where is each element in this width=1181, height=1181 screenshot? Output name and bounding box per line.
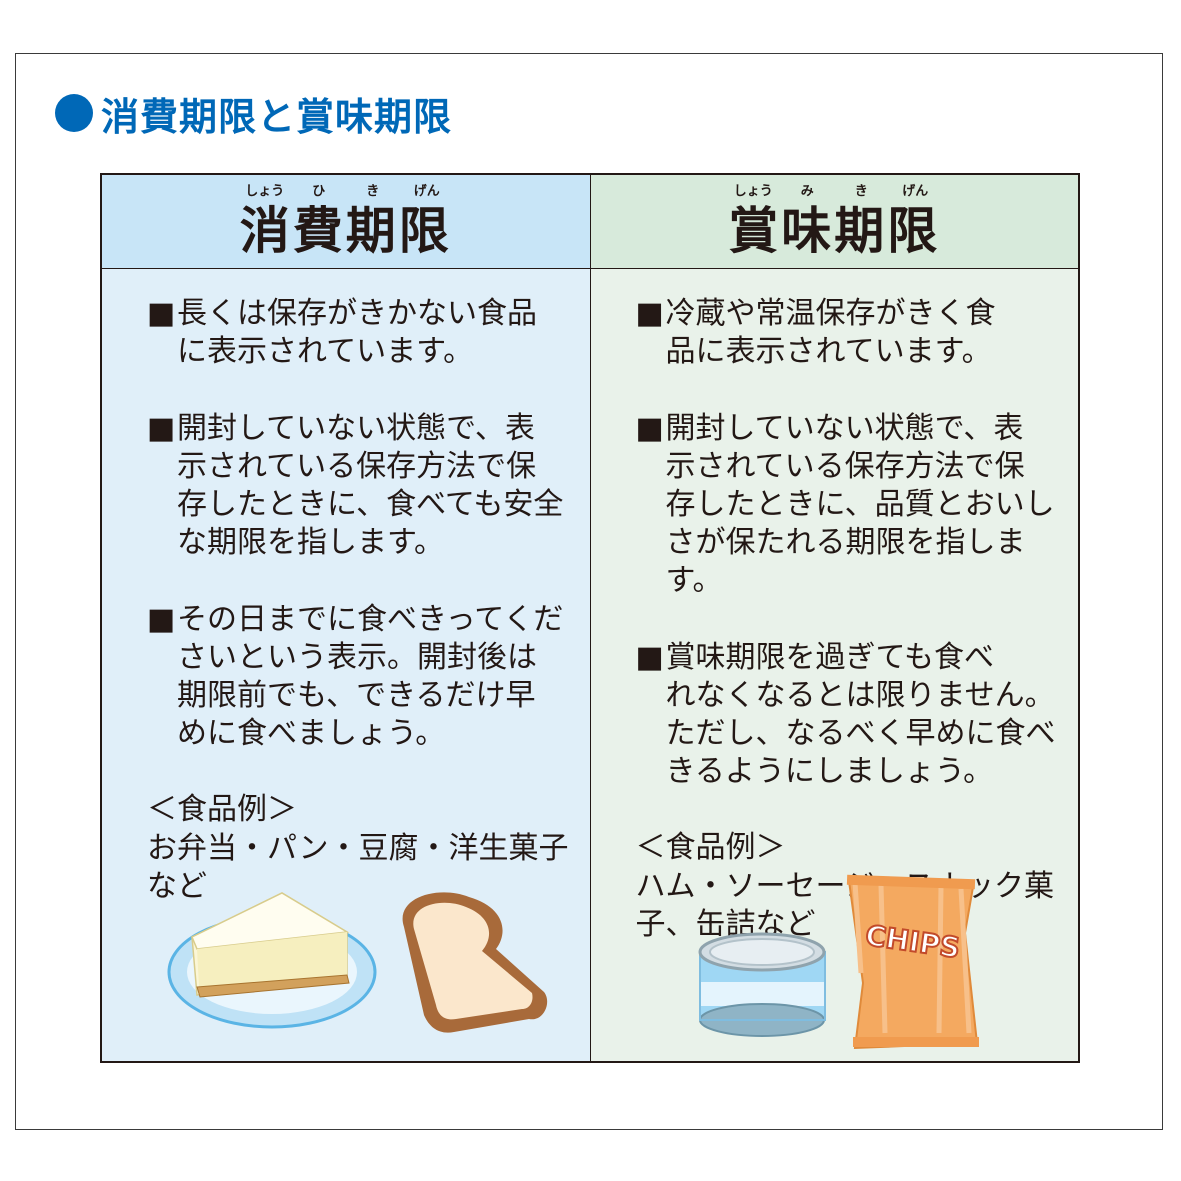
item-text: 賞味期限を過ぎても食べ れなくなるとは限りません。 ただし、なるべく早めに食べ … (665, 640, 1056, 789)
item-text: その日までに食べきってくだ さいという表示。開封後は 期限前でも、できるだけ早 … (177, 602, 564, 751)
column-header: しょう み き げん 賞味期限 (590, 175, 1079, 269)
item-text: 開封していない状態で、表 示されている保存方法で保 存したときに、食べても安全 … (177, 411, 564, 560)
furigana-1: しょう (245, 184, 285, 199)
column-consume-by: しょう ひ き げん 消費期限 ■ 長くは保存がきかない食品 に表示されています… (102, 175, 591, 1061)
list-item: ■ 開封していない状態で、表 示されている保存方法で保 存したときに、食べても安… (147, 410, 587, 562)
furigana-2: み (800, 184, 814, 199)
column-best-before: しょう み き げん 賞味期限 ■ 冷蔵や常温保存がきく食 品に表示されています… (590, 175, 1079, 1061)
square-bullet-icon: ■ (635, 640, 664, 675)
bread-slice-icon (402, 892, 548, 1033)
furigana-1: しょう (733, 184, 773, 199)
list-item: ■ その日までに食べきってくだ さいという表示。開封後は 期限前でも、できるだけ… (147, 601, 587, 753)
square-bullet-icon: ■ (147, 602, 176, 637)
column-body: ■ 冷蔵や常温保存がきく食 品に表示されています。 ■ 開封していない状態で、表… (636, 295, 1076, 944)
square-bullet-icon: ■ (635, 296, 664, 331)
chips-bag-icon: CHIPS (846, 874, 979, 1050)
furigana-2: ひ (312, 184, 326, 199)
cheesecake-icon (167, 892, 377, 1029)
heading-text: 消費期限と賞味期限 (101, 94, 453, 139)
section-heading: 消費期限と賞味期限 (55, 88, 453, 139)
list-item: ■ 冷蔵や常温保存がきく食 品に表示されています。 (636, 295, 1076, 371)
square-bullet-icon: ■ (147, 411, 176, 446)
example-label: ＜食品例＞ (147, 792, 297, 827)
furigana-4: げん (413, 184, 440, 199)
example-label: ＜食品例＞ (635, 830, 786, 865)
list-item: ■ 長くは保存がきかない食品 に表示されています。 (147, 295, 587, 371)
furigana-3: き (366, 184, 380, 199)
column-header: しょう ひ き げん 消費期限 (102, 175, 590, 269)
canned-food-icon (698, 932, 826, 1037)
furigana: しょう ひ き げん (102, 180, 590, 199)
square-bullet-icon: ■ (147, 296, 176, 331)
item-text: 冷蔵や常温保存がきく食 品に表示されています。 (665, 296, 996, 369)
list-item: ■ 開封していない状態で、表 示されている保存方法で保 存したときに、品質とおい… (636, 410, 1076, 600)
comparison-table: しょう ひ き げん 消費期限 ■ 長くは保存がきかない食品 に表示されています… (100, 173, 1080, 1063)
example-text: お弁当・パン・豆腐・洋生菓子 など (147, 831, 569, 904)
bullet-dot-icon (55, 94, 93, 132)
item-text: 開封していない状態で、表 示されている保存方法で保 存したときに、品質とおいし … (665, 411, 1055, 598)
square-bullet-icon: ■ (635, 411, 664, 446)
furigana: しょう み き げん (591, 180, 1079, 199)
item-text: 長くは保存がきかない食品 に表示されています。 (177, 296, 537, 369)
outer-frame (15, 53, 1163, 1130)
column-body: ■ 長くは保存がきかない食品 に表示されています。 ■ 開封していない状態で、表… (147, 295, 587, 906)
column-title: 賞味期限 (728, 202, 941, 260)
list-item: ■ 賞味期限を過ぎても食べ れなくなるとは限りません。 ただし、なるべく早めに食… (636, 639, 1076, 791)
furigana-3: き (854, 184, 868, 199)
column-title: 消費期限 (239, 202, 452, 260)
furigana-4: げん (902, 184, 929, 199)
